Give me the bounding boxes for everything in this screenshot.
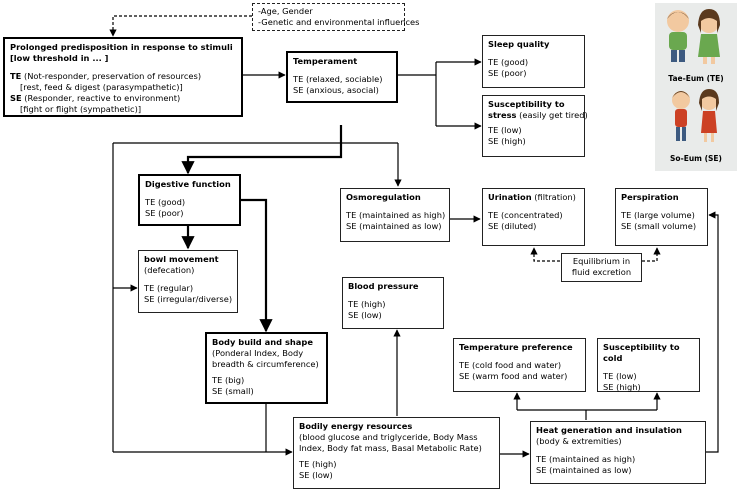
osmoregulation-box: Osmoregulation TE (maintained as high) S… bbox=[340, 188, 450, 242]
stress-title: Susceptibility to bbox=[488, 99, 565, 109]
se-boy-figure bbox=[672, 91, 690, 141]
arrow-factors-to-predisposition bbox=[109, 15, 252, 37]
se-girl-figure bbox=[699, 89, 719, 142]
osmoregulation-se: SE (maintained as low) bbox=[346, 221, 442, 231]
digestive-title: Digestive function bbox=[145, 179, 231, 189]
sleep-quality-se: SE (poor) bbox=[488, 68, 527, 78]
urination-box: Urination (filtration) TE (concentrated)… bbox=[482, 188, 585, 246]
types-illustration bbox=[667, 9, 720, 142]
cold-box: Susceptibility to cold TE (low) SE (high… bbox=[597, 338, 700, 392]
bowel-subtitle: (defecation) bbox=[144, 265, 195, 275]
arrow-temperament-to-digestive bbox=[181, 125, 343, 175]
blood-pressure-se: SE (low) bbox=[348, 310, 382, 320]
body-build-se: SE (small) bbox=[212, 386, 254, 396]
te-caption: Tae-Eum (TE) bbox=[668, 74, 724, 83]
body-build-desc-1: (Ponderal Index, Body bbox=[212, 348, 304, 358]
stress-title-rest: (easily get tired) bbox=[516, 110, 588, 120]
arrow-digestive-to-body-build bbox=[240, 198, 273, 333]
cold-te: TE (low) bbox=[603, 371, 637, 381]
sleep-quality-title: Sleep quality bbox=[488, 39, 550, 49]
digestive-box: Digestive function TE (good) SE (poor) bbox=[138, 174, 241, 226]
se-caption: So-Eum (SE) bbox=[670, 154, 722, 163]
temperament-title: Temperament bbox=[293, 56, 358, 66]
energy-title: Bodily energy resources bbox=[299, 421, 413, 431]
factor-age-gender: -Age, Gender bbox=[258, 6, 313, 16]
arrow-equilibrium-to-urination bbox=[530, 247, 560, 262]
predisposition-se-text: (Responder, reactive to environment) bbox=[21, 93, 181, 103]
body-build-desc-2: breadth & circumference) bbox=[212, 359, 319, 369]
energy-box: Bodily energy resources (blood glucose a… bbox=[293, 417, 500, 489]
bowel-se: SE (irregular/diverse) bbox=[144, 294, 233, 304]
osmoregulation-title: Osmoregulation bbox=[346, 192, 421, 202]
temperament-se: SE (anxious, asocial) bbox=[293, 85, 379, 95]
heat-title: Heat generation and insulation bbox=[536, 425, 682, 435]
stress-se: SE (high) bbox=[488, 136, 526, 146]
urination-te: TE (concentrated) bbox=[488, 210, 563, 220]
stress-title-word: stress bbox=[488, 110, 517, 120]
urination-se: SE (diluted) bbox=[488, 221, 537, 231]
temp-preference-se: SE (warm food and water) bbox=[459, 371, 568, 381]
energy-desc-1: (blood glucose and triglyceride, Body Ma… bbox=[299, 432, 478, 442]
factor-genetic: -Genetic and environmental influences bbox=[258, 17, 420, 27]
temp-preference-box: Temperature preference TE (cold food and… bbox=[453, 338, 586, 392]
perspiration-title: Perspiration bbox=[621, 192, 679, 202]
predisposition-te-code: TE bbox=[10, 71, 22, 81]
bowel-box: bowl movement (defecation) TE (regular) … bbox=[138, 250, 238, 313]
urination-title: Urination bbox=[488, 192, 532, 202]
factors-box: -Age, Gender -Genetic and environmental … bbox=[252, 3, 420, 31]
predisposition-box: Prolonged predisposition in response to … bbox=[3, 37, 243, 117]
stress-box: Susceptibility to stress (easily get tir… bbox=[482, 95, 588, 157]
heat-se: SE (maintained as low) bbox=[536, 465, 632, 475]
temp-preference-te: TE (cold food and water) bbox=[459, 360, 562, 370]
equilibrium-box: Equilibrium in fluid excretion bbox=[561, 253, 642, 282]
blood-pressure-box: Blood pressure TE (high) SE (low) bbox=[342, 277, 444, 329]
equilibrium-line-2: fluid excretion bbox=[571, 267, 632, 277]
energy-desc-2: Index, Body fat mass, Basal Metabolic Ra… bbox=[299, 443, 482, 453]
perspiration-box: Perspiration TE (large volume) SE (small… bbox=[615, 188, 708, 246]
predisposition-se-code: SE bbox=[10, 93, 22, 103]
predisposition-subtitle: [low threshold in ... ] bbox=[10, 53, 109, 63]
body-build-te: TE (big) bbox=[212, 375, 245, 385]
te-girl-figure bbox=[698, 9, 720, 64]
stress-te: TE (low) bbox=[488, 125, 522, 135]
urination-title-rest: (filtration) bbox=[531, 192, 576, 202]
perspiration-se: SE (small volume) bbox=[621, 221, 697, 231]
bowel-te: TE (regular) bbox=[144, 283, 194, 293]
heat-box: Heat generation and insulation (body & e… bbox=[530, 421, 706, 484]
sleep-quality-box: Sleep quality TE (good) SE (poor) bbox=[482, 35, 585, 88]
predisposition-se-sub: [fight or flight (sympathetic)] bbox=[20, 104, 142, 114]
body-build-title: Body build and shape bbox=[212, 337, 313, 347]
bowel-title: bowl movement bbox=[144, 254, 219, 264]
osmoregulation-te: TE (maintained as high) bbox=[346, 210, 446, 220]
temperament-box: Temperament TE (relaxed, sociable) SE (a… bbox=[286, 51, 398, 103]
cold-title: Susceptibility to cold bbox=[603, 342, 680, 363]
predisposition-te-sub: [rest, feed & digest (parasympathetic)] bbox=[20, 82, 183, 92]
temperament-te: TE (relaxed, sociable) bbox=[293, 74, 383, 84]
predisposition-te-text: (Not-responder, preservation of resource… bbox=[21, 71, 202, 81]
energy-se: SE (low) bbox=[299, 470, 333, 480]
heat-subtitle: (body & extremities) bbox=[536, 436, 622, 446]
cold-se: SE (high) bbox=[603, 382, 641, 392]
predisposition-title: Prolonged predisposition in response to … bbox=[10, 42, 233, 52]
blood-pressure-te: TE (high) bbox=[348, 299, 386, 309]
sleep-quality-te: TE (good) bbox=[488, 57, 529, 67]
te-boy-figure bbox=[667, 10, 689, 62]
types-panel: Tae-Eum (TE) So-Eum (SE) bbox=[655, 3, 737, 171]
arrow-equilibrium-to-perspiration bbox=[642, 247, 661, 262]
digestive-se: SE (poor) bbox=[145, 208, 184, 218]
blood-pressure-title: Blood pressure bbox=[348, 281, 419, 291]
equilibrium-line-1: Equilibrium in bbox=[572, 256, 631, 266]
digestive-te: TE (good) bbox=[145, 197, 186, 207]
perspiration-te: TE (large volume) bbox=[621, 210, 695, 220]
arrow-heat-to-perspiration bbox=[706, 211, 719, 453]
heat-te: TE (maintained as high) bbox=[536, 454, 636, 464]
temp-preference-title: Temperature preference bbox=[459, 342, 573, 352]
body-build-box: Body build and shape (Ponderal Index, Bo… bbox=[205, 332, 328, 404]
energy-te: TE (high) bbox=[299, 459, 337, 469]
